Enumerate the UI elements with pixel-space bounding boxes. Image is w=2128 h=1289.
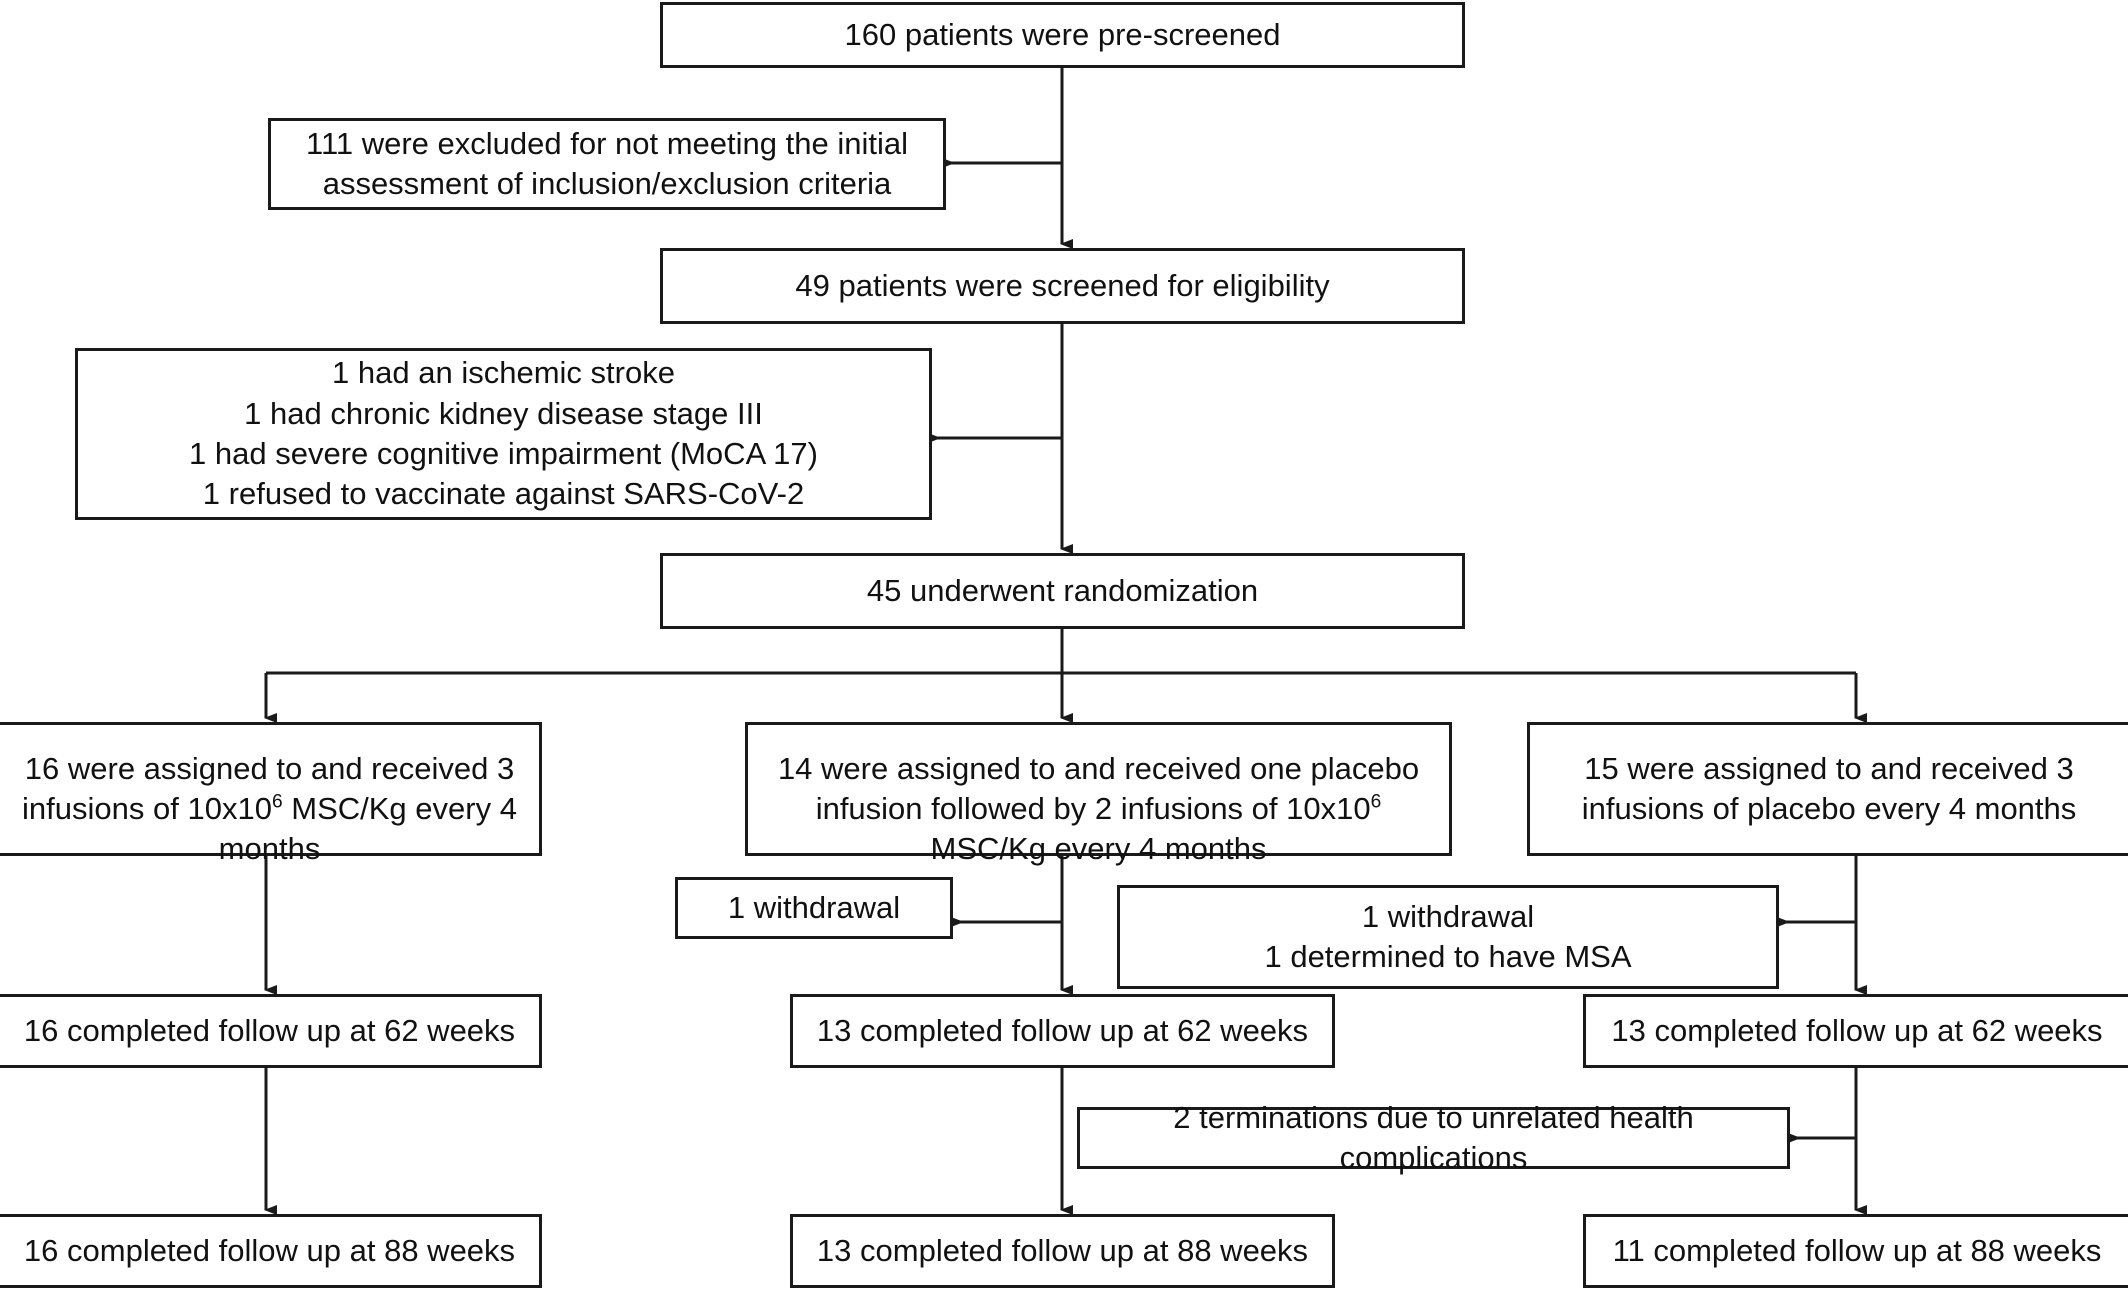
node-terminations-right-label: 2 terminations due to unrelated health c… bbox=[1173, 1099, 1694, 1175]
node-withdrawal-right: 1 withdrawal 1 determined to have MSA bbox=[1117, 885, 1779, 989]
node-screened: 49 patients were screened for eligibilit… bbox=[660, 248, 1465, 324]
node-followup62-mid: 13 completed follow up at 62 weeks bbox=[790, 994, 1335, 1068]
node-followup62-mid-label: 13 completed follow up at 62 weeks bbox=[816, 1012, 1309, 1048]
node-followup62-left: 16 completed follow up at 62 weeks bbox=[0, 994, 542, 1068]
node-followup62-left-label: 16 completed follow up at 62 weeks bbox=[23, 1012, 516, 1048]
node-screened-label: 49 patients were screened for eligibilit… bbox=[795, 267, 1330, 303]
node-arm-left-assigned: 16 were assigned to and received 3 infus… bbox=[0, 722, 542, 866]
connector-randomization-split bbox=[264, 629, 1867, 723]
node-followup62-right: 13 completed follow up at 62 weeks bbox=[1583, 994, 2128, 1068]
arm-mid-superscript: 6 bbox=[1370, 791, 1382, 813]
arm-left-prefix: 16 were assigned to and received 3 infus… bbox=[22, 750, 515, 826]
node-randomized: 45 underwent randomization bbox=[660, 553, 1465, 629]
node-arm-right-assigned: 15 were assigned to and received 3 infus… bbox=[1527, 722, 2128, 856]
node-excluded-detailed-label: 1 had an ischemic stroke 1 had chronic k… bbox=[189, 355, 818, 512]
connector-mid-arm-to-followup62 bbox=[951, 856, 1073, 995]
node-followup88-left-label: 16 completed follow up at 88 weeks bbox=[23, 1232, 516, 1268]
arm-mid-prefix: 14 were assigned to and received one pla… bbox=[777, 750, 1420, 826]
node-followup88-mid: 13 completed follow up at 88 weeks bbox=[790, 1214, 1335, 1288]
node-excluded-initial-label: 111 were excluded for not meeting the in… bbox=[306, 125, 908, 201]
arm-mid-suffix: MSC/Kg every 4 months bbox=[930, 831, 1267, 867]
connector-right-followup62-to-followup88 bbox=[1788, 1068, 1867, 1215]
connector-right-arm-to-followup62 bbox=[1777, 856, 1867, 995]
node-randomized-label: 45 underwent randomization bbox=[866, 572, 1259, 608]
node-terminations-right: 2 terminations due to unrelated health c… bbox=[1077, 1100, 1790, 1175]
node-withdrawal-mid: 1 withdrawal bbox=[675, 877, 953, 939]
node-arm-mid-assigned-label: 14 were assigned to and received one pla… bbox=[758, 708, 1439, 869]
node-withdrawal-mid-label: 1 withdrawal bbox=[727, 889, 901, 925]
arm-left-superscript: 6 bbox=[271, 791, 283, 813]
node-excluded-detailed: 1 had an ischemic stroke 1 had chronic k… bbox=[75, 348, 932, 520]
node-followup88-right-label: 11 completed follow up at 88 weeks bbox=[1612, 1232, 2102, 1268]
node-followup62-right-label: 13 completed follow up at 62 weeks bbox=[1611, 1012, 2103, 1048]
node-followup88-right: 11 completed follow up at 88 weeks bbox=[1583, 1214, 2128, 1288]
node-withdrawal-right-label: 1 withdrawal 1 determined to have MSA bbox=[1264, 898, 1632, 974]
node-prescreened-label: 160 patients were pre-screened bbox=[844, 16, 1281, 52]
node-excluded-initial: 111 were excluded for not meeting the in… bbox=[268, 118, 946, 210]
node-arm-mid-assigned: 14 were assigned to and received one pla… bbox=[745, 722, 1452, 866]
arm-left-suffix: MSC/Kg every 4 months bbox=[218, 791, 517, 867]
node-arm-right-assigned-label: 15 were assigned to and received 3 infus… bbox=[1581, 750, 2077, 826]
node-arm-left-assigned-label: 16 were assigned to and received 3 infus… bbox=[10, 708, 529, 869]
node-followup88-left: 16 completed follow up at 88 weeks bbox=[0, 1214, 542, 1288]
node-prescreened: 160 patients were pre-screened bbox=[660, 2, 1465, 68]
node-followup88-mid-label: 13 completed follow up at 88 weeks bbox=[816, 1232, 1309, 1268]
